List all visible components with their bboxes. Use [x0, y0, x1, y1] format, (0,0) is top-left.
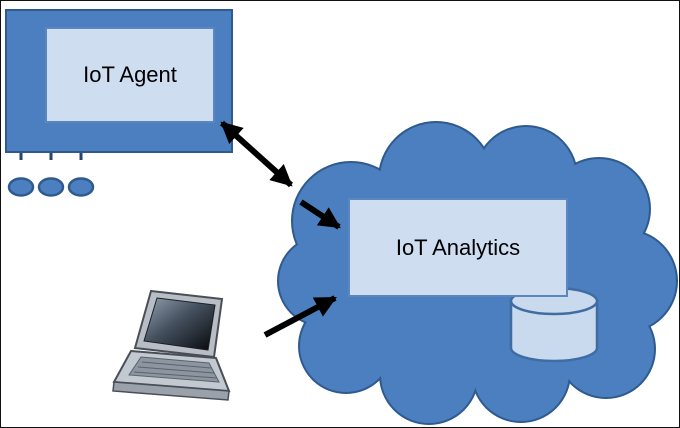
iot-agent-panel: IoT Agent [45, 27, 215, 123]
device-connector-stems [19, 153, 83, 160]
iot-agent-label: IoT Agent [83, 62, 177, 87]
device-connector-dots [7, 177, 95, 197]
iot-analytics-label: IoT Analytics [395, 234, 521, 260]
database-cylinder-icon [509, 286, 599, 363]
iot-agent-device: IoT Agent [5, 9, 233, 153]
iot-analytics-panel: IoT Analytics [348, 198, 568, 297]
laptop-icon [112, 289, 231, 401]
